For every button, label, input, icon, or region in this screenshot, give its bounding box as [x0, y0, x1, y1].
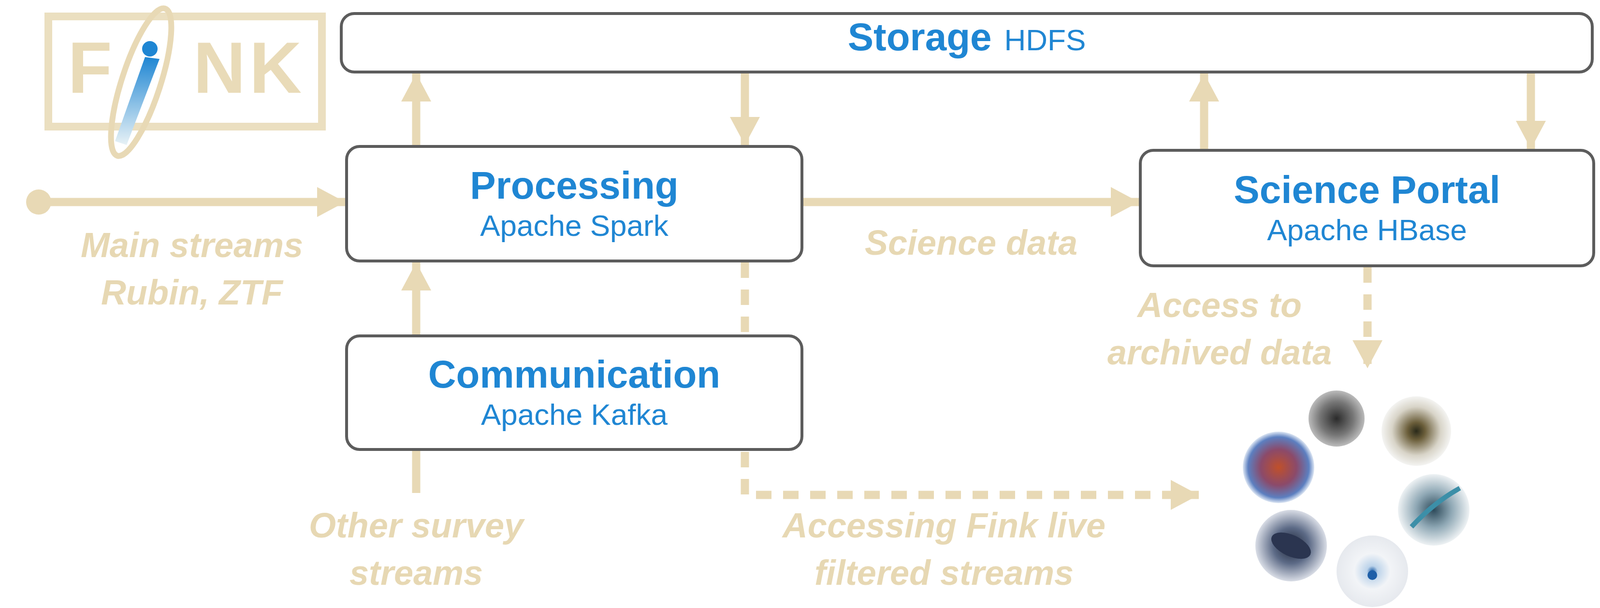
live-stream-arrow: [744, 262, 1199, 495]
logo-letter: K: [246, 31, 305, 104]
communication-box: CommunicationApache Kafka: [345, 334, 804, 451]
box-subtitle: HDFS: [1004, 22, 1087, 59]
flow-arrow: [741, 73, 750, 146]
flow-arrow: [1200, 73, 1209, 149]
logo-i-dot: [142, 41, 158, 57]
box-title: Communication: [428, 352, 721, 397]
flow-arrow: [1527, 73, 1536, 149]
stream-label: Other survey streams: [271, 501, 562, 597]
flow-arrow: [412, 73, 421, 146]
process-box: ProcessingApache Spark: [345, 145, 804, 263]
flow-arrow: [803, 198, 1139, 207]
box-subtitle: Apache Kafka: [480, 396, 668, 433]
edge-layer: [416, 73, 1531, 335]
box-title: Storage: [847, 14, 992, 60]
box-title: Processing: [469, 163, 679, 208]
input-arrow: [38, 198, 346, 207]
box-title: Science Portal: [1233, 167, 1500, 213]
edge-label: Science data: [801, 218, 1141, 267]
logo-letter: N: [190, 31, 249, 104]
logo-i-stem: [115, 57, 160, 146]
flow-arrow: [412, 262, 421, 335]
storage-box: Storage HDFS: [339, 12, 1594, 74]
input-line: [412, 450, 421, 494]
logo-frame: [48, 16, 322, 127]
box-subtitle: Apache Spark: [480, 207, 669, 244]
portal-box: Science PortalApache HBase: [1138, 148, 1596, 268]
access-label: Access to archived data: [1069, 281, 1370, 377]
box-subtitle: Apache HBase: [1266, 212, 1468, 248]
access-label: Accessing Fink live filtered streams: [750, 501, 1138, 597]
science-images: [1242, 390, 1470, 608]
logo-letter: F: [60, 31, 119, 104]
archive-arrow: [1363, 267, 1372, 369]
stream-label: Main streams Rubin, ZTF: [56, 221, 328, 317]
